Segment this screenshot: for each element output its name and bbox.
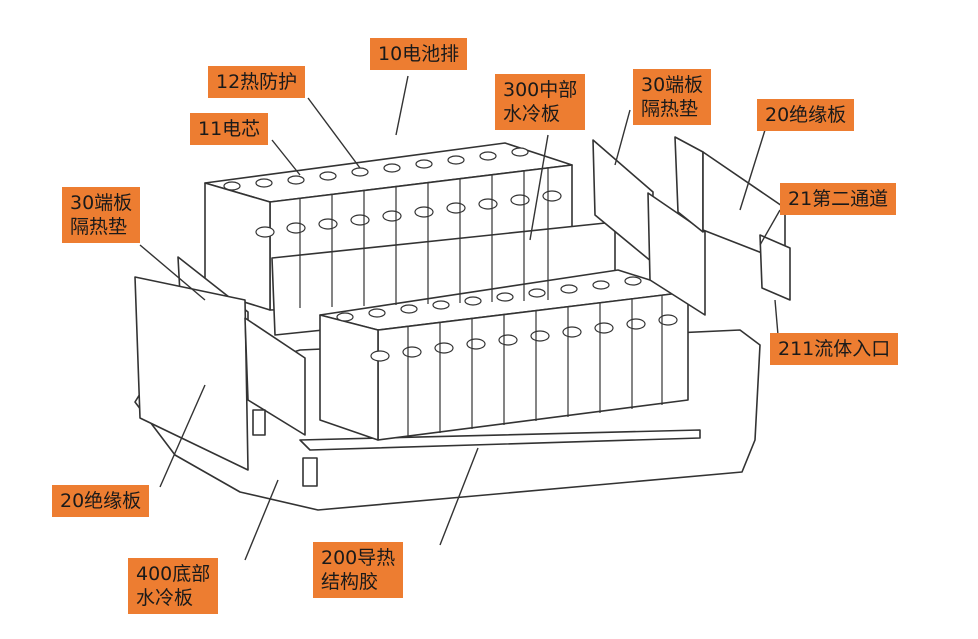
left-insulation-board	[134, 276, 249, 471]
label-end-plate-pad-left: 30端板 隔热垫	[62, 187, 141, 243]
label-fluid-inlet: 211流体入口	[770, 333, 899, 365]
right-insulation-board	[674, 136, 704, 233]
label-thermal-adhesive: 200导热 结构胶	[313, 542, 404, 598]
label-battery-row: 10电池排	[370, 38, 468, 70]
label-cell: 11电芯	[190, 113, 269, 145]
label-thermal-protection: 12热防护	[208, 66, 306, 98]
second-channel-plate	[759, 234, 791, 301]
label-bottom-cold-plate: 400底部 水冷板	[128, 558, 219, 614]
label-insulation-right: 20绝缘板	[757, 99, 855, 131]
back-row-side	[204, 182, 271, 311]
front-row-side	[319, 314, 379, 441]
label-end-plate-pad-right: 30端板 隔热垫	[633, 69, 712, 125]
post-front	[302, 457, 318, 487]
label-middle-cold-plate: 300中部 水冷板	[495, 74, 586, 130]
adhesive-layer	[299, 429, 701, 451]
label-second-channel: 21第二通道	[780, 183, 897, 215]
post-left	[252, 409, 266, 436]
label-insulation-left: 20绝缘板	[52, 485, 150, 517]
left-insulation-board-2	[244, 317, 306, 436]
